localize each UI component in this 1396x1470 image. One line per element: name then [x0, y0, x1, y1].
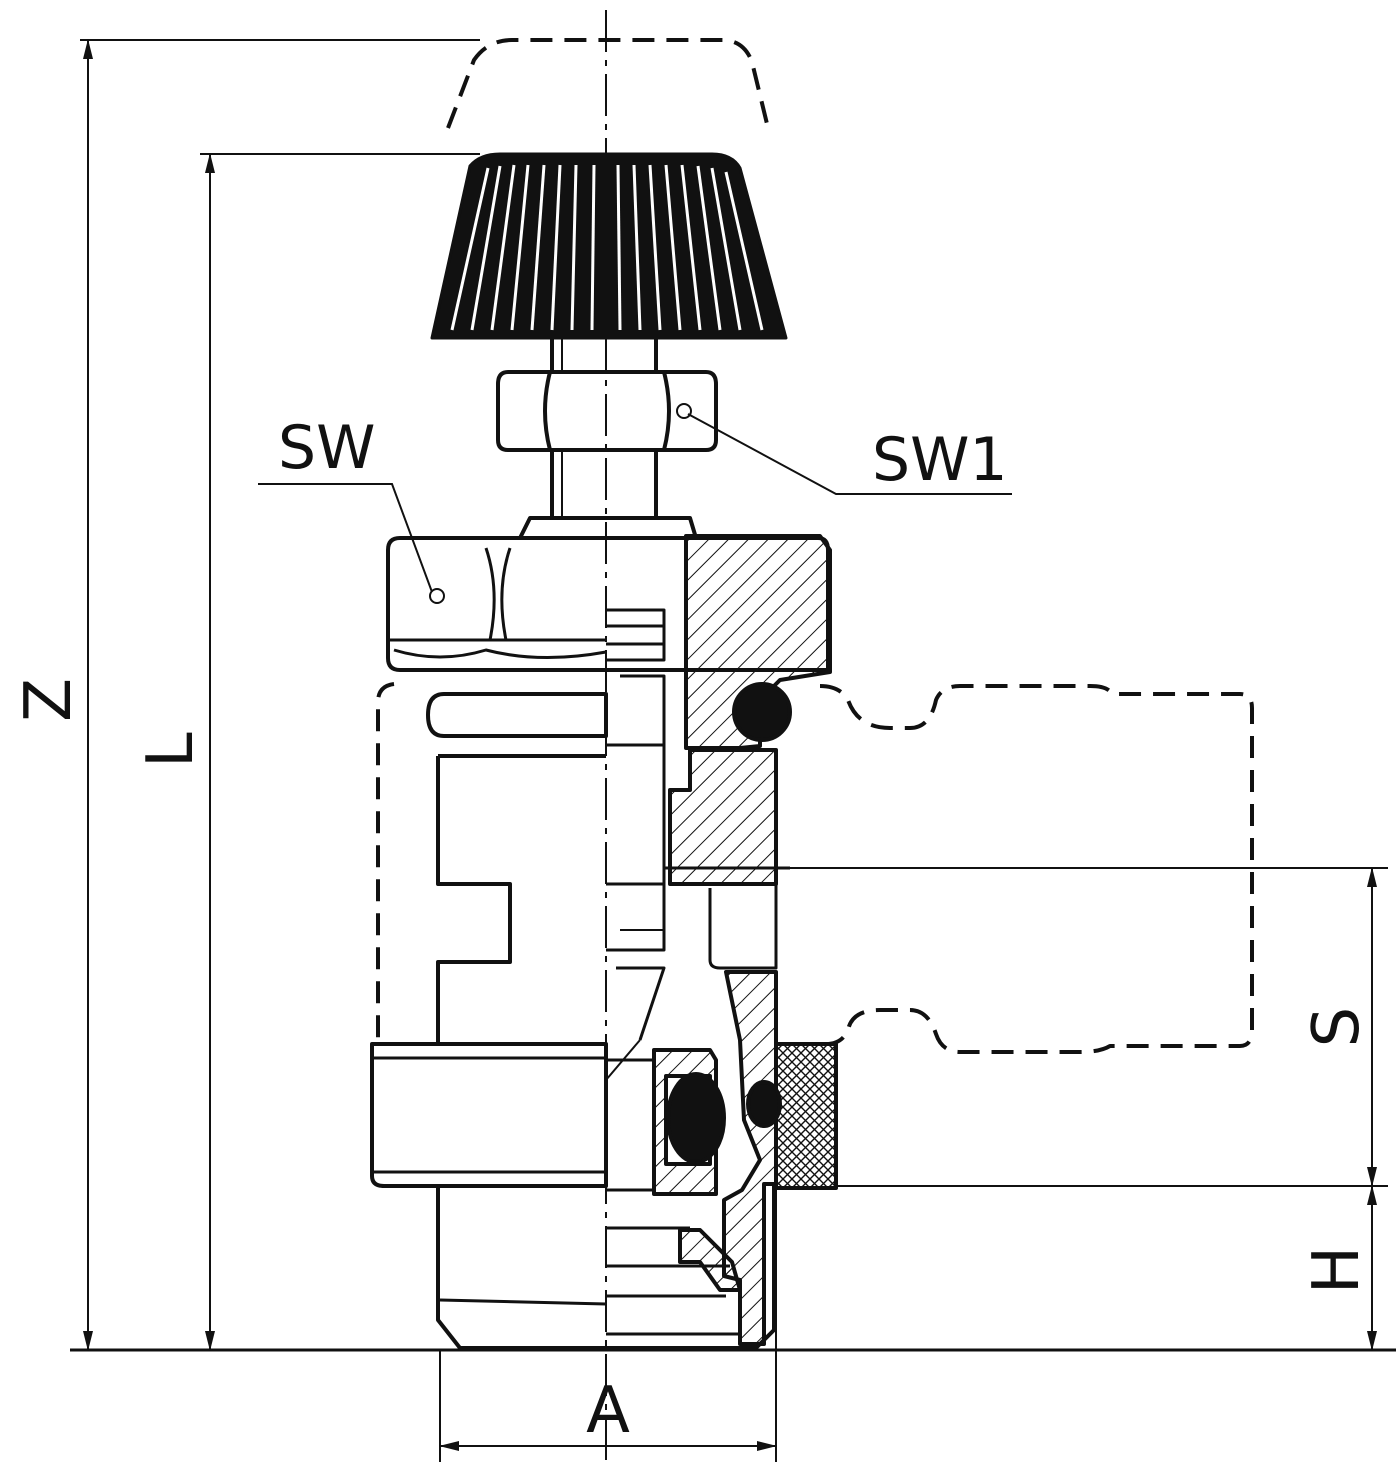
label-l: L [134, 732, 208, 768]
o-ring-lower [666, 1072, 726, 1164]
knob-ribs [450, 164, 764, 331]
label-a: A [586, 1374, 630, 1448]
spigot-hatched-insert [678, 1228, 742, 1292]
sw1-reference-dot [676, 403, 692, 419]
sw-leader [258, 483, 433, 593]
lock-nut-sw1 [496, 370, 718, 452]
lower-collar [370, 1042, 608, 1188]
body-outline-left-dashed [376, 682, 395, 1040]
knob-raised-dashed [446, 38, 770, 129]
sw1-leader [687, 413, 1012, 495]
sw-reference-dot [429, 588, 445, 604]
o-ring-upper [732, 682, 792, 742]
o-ring-small [746, 1080, 782, 1128]
label-sw1: SW1 [872, 425, 1008, 495]
mating-part-dashed [819, 684, 1254, 1054]
body-main [436, 754, 606, 1044]
knob [430, 152, 788, 340]
label-h: H [1300, 1246, 1374, 1294]
spigot [436, 1186, 776, 1350]
body-collar [518, 516, 698, 539]
label-s: S [1300, 1007, 1374, 1048]
label-sw: SW [278, 413, 375, 483]
body-groove-top [426, 692, 608, 738]
label-z: Z [12, 678, 86, 722]
seal-ring-crosshatch [774, 1042, 838, 1190]
section-mid-hatched [668, 748, 778, 886]
